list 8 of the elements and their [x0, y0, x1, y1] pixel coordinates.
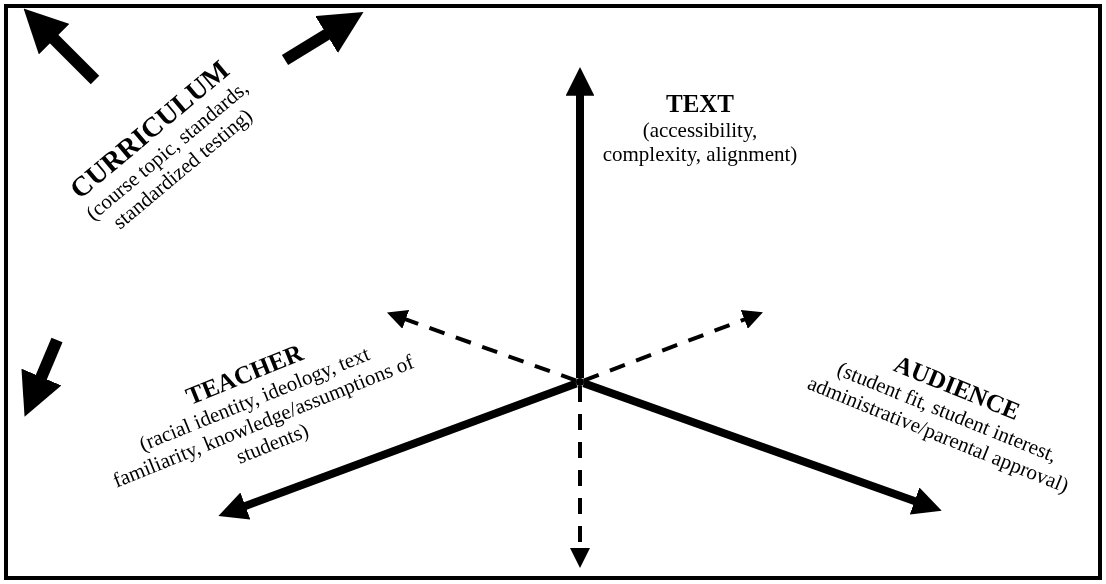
arrow [565, 66, 595, 378]
arrow [218, 379, 578, 520]
arrow [386, 309, 577, 383]
arrow [570, 386, 590, 568]
arrow [582, 379, 942, 515]
arrow [583, 310, 763, 383]
axis-description: (accessibility, complexity, alignment) [601, 118, 799, 166]
axis-heading: TEXT [665, 90, 735, 118]
